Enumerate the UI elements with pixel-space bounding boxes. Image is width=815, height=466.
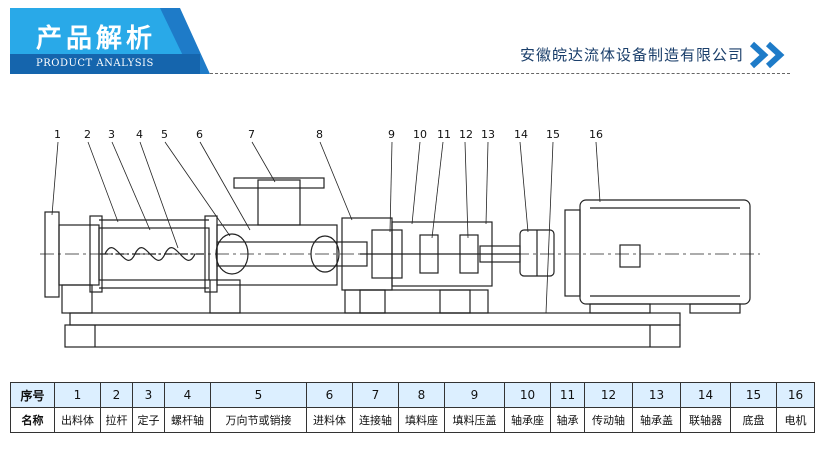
part-number: 1 bbox=[54, 382, 101, 408]
part-name: 轴承座 bbox=[504, 407, 551, 433]
callout-number: 5 bbox=[161, 128, 168, 141]
banner-background bbox=[10, 8, 210, 74]
header-divider bbox=[210, 73, 790, 74]
table-row: 名称 出料体 拉杆 定子 螺杆轴 万向节或销接 进料体 连接轴 填料座 填料压盖… bbox=[10, 407, 815, 433]
part-name: 进料体 bbox=[306, 407, 353, 433]
part-number: 3 bbox=[132, 382, 165, 408]
discharge-flange bbox=[44, 211, 60, 298]
part-number: 6 bbox=[306, 382, 353, 408]
part-number: 5 bbox=[210, 382, 307, 408]
base-frame bbox=[64, 324, 681, 348]
callout-number: 9 bbox=[388, 128, 395, 141]
callout-number: 3 bbox=[108, 128, 115, 141]
pump-cross-section-drawing: 1 2 3 4 5 6 7 8 9 10 11 12 13 14 15 16 bbox=[40, 128, 760, 348]
part-name: 电机 bbox=[776, 407, 815, 433]
callout-number: 1 bbox=[54, 128, 61, 141]
part-number: 12 bbox=[584, 382, 633, 408]
callout-leaders bbox=[51, 141, 601, 314]
callout-number: 12 bbox=[459, 128, 473, 141]
table-row: 序号 1 2 3 4 5 6 7 8 9 10 11 12 13 14 15 1… bbox=[10, 382, 815, 408]
part-name: 定子 bbox=[132, 407, 165, 433]
discharge-body bbox=[58, 224, 100, 286]
part-name: 轴承 bbox=[550, 407, 585, 433]
callout-numbers: 1 2 3 4 5 6 7 8 9 10 11 12 13 14 15 16 bbox=[54, 128, 603, 141]
part-name: 填料压盖 bbox=[444, 407, 505, 433]
callout-number: 8 bbox=[316, 128, 323, 141]
part-name: 出料体 bbox=[54, 407, 101, 433]
part-number: 11 bbox=[550, 382, 585, 408]
parts-table: 序号 1 2 3 4 5 6 7 8 9 10 11 12 13 14 15 1… bbox=[10, 382, 815, 433]
callout-number: 13 bbox=[481, 128, 495, 141]
part-number: 8 bbox=[398, 382, 445, 408]
part-number: 15 bbox=[730, 382, 777, 408]
part-name: 轴承盖 bbox=[632, 407, 681, 433]
callout-number: 2 bbox=[84, 128, 91, 141]
chevron-right-icon bbox=[749, 41, 785, 69]
part-name: 联轴器 bbox=[680, 407, 731, 433]
part-number: 7 bbox=[352, 382, 399, 408]
part-number: 9 bbox=[444, 382, 505, 408]
part-number: 4 bbox=[164, 382, 211, 408]
row-header: 序号 bbox=[10, 382, 55, 408]
inlet-flange bbox=[233, 177, 325, 189]
callout-number: 7 bbox=[248, 128, 255, 141]
motor-flange bbox=[564, 209, 581, 297]
motor-terminal-box bbox=[619, 244, 641, 268]
part-name: 万向节或销接 bbox=[210, 407, 307, 433]
part-name: 螺杆轴 bbox=[164, 407, 211, 433]
part-name: 底盘 bbox=[730, 407, 777, 433]
part-number: 10 bbox=[504, 382, 551, 408]
company-name: 安徽皖达流体设备制造有限公司 bbox=[519, 46, 744, 64]
header-banner: 产品解析 PRODUCT ANALYSIS bbox=[10, 8, 210, 74]
callout-number: 4 bbox=[136, 128, 143, 141]
callout-number: 11 bbox=[437, 128, 451, 141]
part-name: 连接轴 bbox=[352, 407, 399, 433]
part-number: 16 bbox=[776, 382, 815, 408]
part-number: 13 bbox=[632, 382, 681, 408]
part-name: 填料座 bbox=[398, 407, 445, 433]
inlet-neck bbox=[257, 179, 301, 226]
part-number: 14 bbox=[680, 382, 731, 408]
callout-number: 14 bbox=[514, 128, 528, 141]
callout-number: 6 bbox=[196, 128, 203, 141]
part-name: 传动轴 bbox=[584, 407, 633, 433]
callout-number: 10 bbox=[413, 128, 427, 141]
callout-number: 15 bbox=[546, 128, 560, 141]
callout-number: 16 bbox=[589, 128, 603, 141]
row-header: 名称 bbox=[10, 407, 55, 433]
banner-title: 产品解析 bbox=[36, 24, 157, 54]
base-plate bbox=[69, 312, 681, 326]
banner-subtitle: PRODUCT ANALYSIS bbox=[36, 58, 154, 69]
part-number: 2 bbox=[100, 382, 133, 408]
part-name: 拉杆 bbox=[100, 407, 133, 433]
motor bbox=[579, 199, 751, 305]
